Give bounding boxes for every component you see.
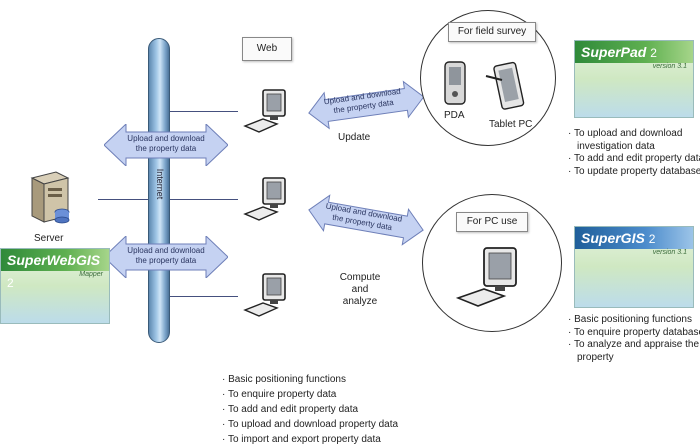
update-label: Update: [338, 132, 371, 143]
list-item: property: [577, 351, 614, 363]
right-bottom-double-arrow: [308, 194, 424, 246]
list-item: · To import and export property data: [222, 434, 381, 445]
superpad-logo: SuperPad 2 version 3.1: [574, 40, 694, 118]
arrow-text-line: Upload and download: [127, 246, 205, 255]
list-item: · To upload and download property data: [222, 419, 399, 430]
list-item: · To analyze and appraise the: [568, 339, 700, 350]
left-top-arrow-text: Upload and download the property data: [118, 134, 214, 154]
arrow-text-line: the property data: [135, 144, 197, 153]
pc-use-label: For PC use: [456, 212, 528, 232]
server-label: Server: [34, 233, 64, 244]
server-icon: [30, 171, 70, 224]
superwebgis-logo-name: SuperWebGIS: [7, 252, 101, 268]
list-item: · Basic positioning functions: [222, 374, 346, 385]
superpad-feature-list: · To upload and download investigation d…: [568, 128, 700, 178]
superwebgis-logo-version: 2: [7, 276, 14, 290]
left-bottom-double-arrow: [104, 236, 228, 278]
superpad-logo-edition: version 3.1: [652, 63, 687, 70]
connector-line-web: [170, 111, 238, 112]
compute-label-line: analyze: [342, 296, 378, 307]
left-bottom-arrow-text: Upload and download the property data: [118, 246, 214, 266]
computer-icon-middle: [243, 177, 286, 221]
compute-label: Compute and analyze: [336, 272, 384, 308]
pda-icon: [444, 61, 466, 105]
supergis-logo-edition: version 3.1: [652, 249, 687, 256]
field-survey-label: For field survey: [448, 22, 536, 42]
compute-label-line: and: [351, 284, 369, 295]
supergis-logo-name: SuperGIS: [581, 230, 645, 246]
list-item: · To upload and download: [568, 128, 683, 139]
superpad-logo-name: SuperPad: [581, 44, 647, 60]
list-item: · To enquire property data: [222, 389, 337, 400]
superwebgis-feature-list: · Basic positioning functions · To enqui…: [222, 372, 398, 447]
list-item: investigation data: [577, 140, 655, 152]
tablet-pc-icon: [485, 61, 525, 110]
computer-icon-compute: [243, 273, 286, 317]
connector-line-compute: [170, 296, 238, 297]
list-item: · To enquire property database: [568, 326, 700, 338]
computer-icon-web: [243, 89, 286, 133]
superwebgis-logo-edition: Mapper: [79, 271, 103, 278]
pda-label: PDA: [444, 110, 465, 121]
internet-label: Internet: [155, 168, 165, 200]
left-top-double-arrow: [104, 124, 228, 166]
pc-use-computer-icon: [456, 247, 517, 307]
supergis-feature-list: · Basic positioning functions · To enqui…: [568, 314, 700, 364]
list-item: · To update property database: [568, 165, 700, 177]
web-label: Web: [242, 37, 292, 61]
list-item: · To add and edit property data: [568, 153, 700, 164]
compute-label-line: Compute: [339, 272, 381, 283]
superpad-logo-version: 2: [650, 46, 657, 60]
superwebgis-logo: SuperWebGIS 2 Mapper: [0, 248, 110, 324]
supergis-logo-version: 2: [648, 232, 656, 246]
tablet-pc-label: Tablet PC: [489, 119, 533, 130]
arrow-text-line: the property data: [135, 256, 197, 265]
supergis-logo: SuperGIS 2 version 3.1: [574, 226, 694, 308]
arrow-text-line: Upload and download: [127, 134, 205, 143]
list-item: · Basic positioning functions: [568, 314, 692, 325]
list-item: · To add and edit property data: [222, 404, 359, 415]
